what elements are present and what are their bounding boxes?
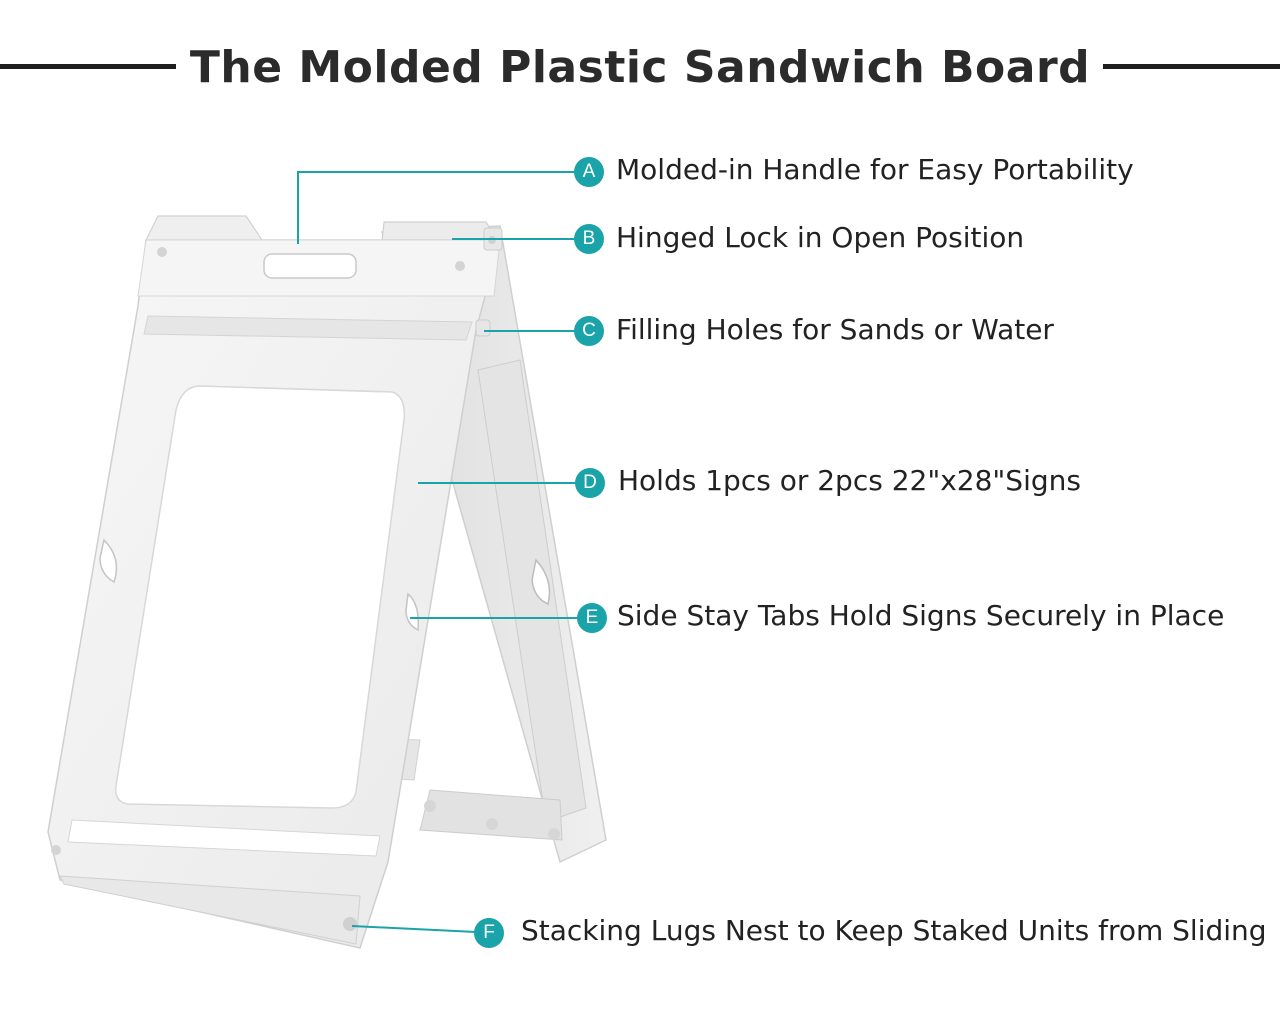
badge-f: F <box>474 918 504 948</box>
badge-e: E <box>577 603 607 633</box>
feature-label-f: Stacking Lugs Nest to Keep Staked Units … <box>521 914 1267 947</box>
title-rule-right <box>1103 64 1280 69</box>
feature-label-b: Hinged Lock in Open Position <box>616 221 1025 254</box>
leader-a <box>297 171 578 244</box>
feature-label-d: Holds 1pcs or 2pcs 22"x28"Signs <box>618 464 1081 497</box>
badge-a: A <box>574 157 604 187</box>
badge-d: D <box>575 468 605 498</box>
leader-f <box>351 925 477 933</box>
callout-leaders <box>297 171 580 933</box>
feature-label-e: Side Stay Tabs Hold Signs Securely in Pl… <box>617 599 1225 632</box>
front-panel <box>47 215 501 949</box>
sign-window <box>115 385 405 809</box>
side-stay-tab <box>405 592 420 632</box>
feature-label-c: Filling Holes for Sands or Water <box>616 313 1054 346</box>
title-rule-left <box>0 64 176 69</box>
badge-b: B <box>574 224 604 254</box>
badge-c: C <box>574 316 604 346</box>
page-title: The Molded Plastic Sandwich Board <box>189 42 1091 93</box>
feature-label-a: Molded-in Handle for Easy Portability <box>616 153 1134 186</box>
stacking-lug <box>343 917 357 931</box>
handle-slot <box>263 253 357 279</box>
